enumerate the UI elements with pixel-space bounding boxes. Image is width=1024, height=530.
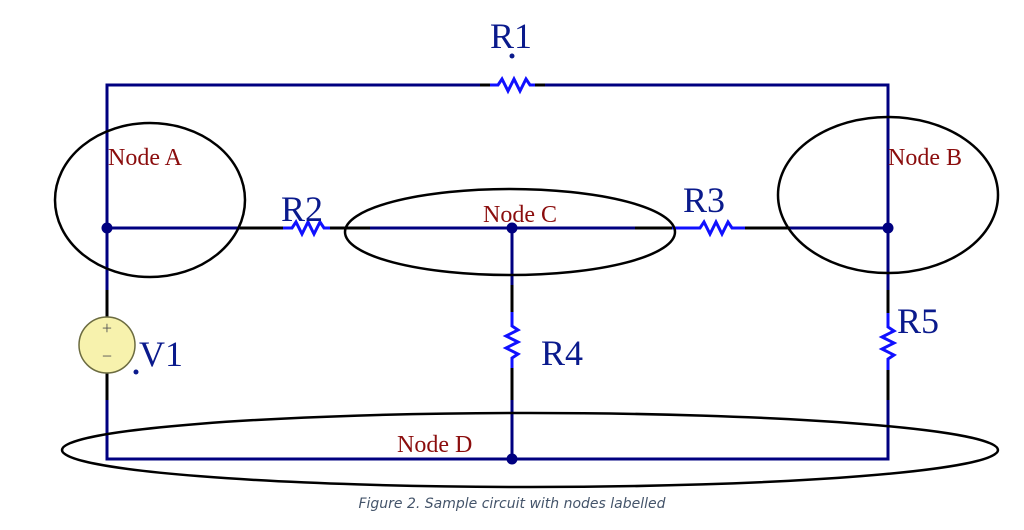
wire-top-right (545, 83, 890, 290)
v1-minus-sign: − (102, 346, 112, 366)
junction-node-c (506, 222, 518, 234)
label-r3: R3 (683, 180, 725, 220)
v1-plus-sign: + (102, 318, 112, 338)
label-node-b: Node B (888, 145, 962, 171)
label-r5: R5 (897, 301, 939, 341)
label-v1: V1 (139, 334, 183, 374)
junction-node-b (882, 222, 894, 234)
node-c-ellipse (343, 187, 677, 277)
label-r4: R4 (541, 333, 583, 373)
junction-node-a (101, 222, 113, 234)
resistor-r4 (502, 312, 522, 368)
resistor-r3 (672, 218, 745, 238)
node-b-ellipse (776, 115, 1000, 275)
resistor-r1 (490, 75, 535, 95)
label-node-d: Node D (397, 432, 472, 458)
wire-top-left (105, 83, 480, 290)
figure-caption: Figure 2. Sample circuit with nodes labe… (358, 496, 666, 512)
component-leads (105, 83, 890, 400)
label-node-a: Node A (108, 145, 183, 171)
resistor-r5 (878, 313, 898, 370)
node-a-ellipse (53, 121, 247, 279)
r1-pin-marker (509, 53, 515, 59)
wires (105, 83, 890, 461)
junction-node-d (506, 453, 518, 465)
node-d-ellipse (60, 411, 1000, 489)
label-node-c: Node C (483, 202, 557, 228)
label-r1: R1 (490, 16, 532, 56)
resistor-r2 (283, 218, 330, 238)
label-r2: R2 (281, 189, 323, 229)
voltage-source-v1: + − (78, 316, 136, 374)
v1-pin-marker (133, 369, 139, 375)
wire-bottom (105, 400, 890, 461)
